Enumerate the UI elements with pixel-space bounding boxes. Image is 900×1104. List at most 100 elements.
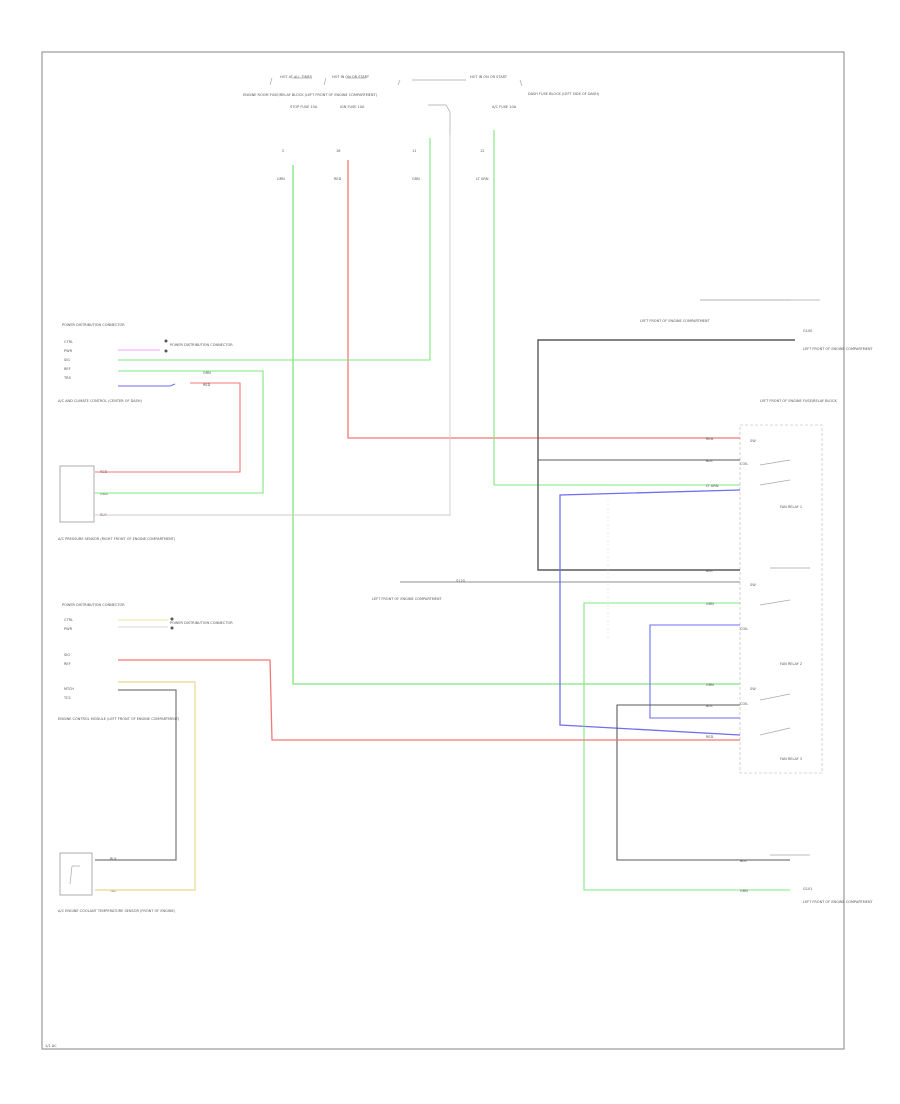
wire-ltgreen-relay bbox=[493, 130, 740, 486]
wire-black-ground-2 bbox=[616, 704, 790, 861]
tag-grn-ac: GRN bbox=[203, 371, 211, 375]
relay-block: LEFT FRONT OF ENGINE FUSE/RELAY BLOCK FA… bbox=[739, 299, 837, 856]
ecm-name: ENGINE CONTROL MODULE (LEFT FRONT OF ENG… bbox=[58, 717, 180, 721]
splice-label: LEFT FRONT OF ENGINE COMPARTMENT bbox=[640, 319, 710, 323]
wire-lightgray bbox=[95, 135, 451, 516]
wire-gray-ect bbox=[95, 689, 177, 861]
fuse-name-1: STOP FUSE 10A bbox=[290, 105, 318, 109]
wire-blue-relay-2 bbox=[649, 624, 740, 719]
ac-pin-pwr: PWR bbox=[64, 349, 73, 353]
tag-blk-bottom: BLK bbox=[740, 859, 747, 863]
wire-blue-relay bbox=[559, 489, 741, 736]
relay-1-label: FAN RELAY 1 bbox=[780, 505, 802, 509]
tag-blk-relay-3: BLK bbox=[706, 704, 713, 708]
tag-blk-relay: BLK bbox=[706, 459, 713, 463]
pin-code-1: 2 bbox=[282, 149, 284, 153]
ground-g101: G101 bbox=[803, 887, 812, 891]
relay-block-outline bbox=[739, 424, 823, 774]
tag-red-relay-2: RED bbox=[706, 735, 714, 739]
diagram-frame bbox=[41, 51, 845, 1050]
relay-pin-2: SW bbox=[750, 583, 756, 587]
ac-control-header: POWER DISTRIBUTION CONNECTOR bbox=[62, 323, 125, 327]
ac-pin-trs: TRS bbox=[63, 376, 72, 380]
splice-center-label: LEFT FRONT OF ENGINE COMPARTMENT bbox=[372, 597, 442, 601]
ps-wire-grn: GRN bbox=[100, 492, 108, 496]
relay-2-label: FAN RELAY 2 bbox=[780, 662, 802, 666]
fuse-label-2: HOT IN ON OR START bbox=[332, 75, 370, 79]
ac-control-name: A/C AND CLIMATE CONTROL (CENTER OF DASH) bbox=[58, 399, 142, 403]
pin-code-3: 11 bbox=[412, 149, 416, 153]
wire-green-ac bbox=[118, 138, 431, 361]
wire-red-main bbox=[347, 160, 740, 439]
ect-switch-symbol bbox=[69, 865, 80, 885]
relay-pin-3: SW bbox=[750, 687, 756, 691]
tag-red-relay: RED bbox=[706, 437, 714, 441]
wire-blue-ac bbox=[118, 383, 176, 387]
ecm-pin-mtch: MTCH bbox=[64, 687, 74, 691]
tag-red-ac: RED bbox=[203, 383, 211, 387]
page-code: 1/1 AC bbox=[45, 1044, 57, 1048]
ecm-pin-tcs: TCS bbox=[63, 696, 71, 700]
ecm-power-dist-label: POWER DISTRIBUTION CONNECTOR bbox=[170, 621, 233, 625]
relay-coil-3: COIL bbox=[740, 702, 748, 706]
ecm-header: POWER DISTRIBUTION CONNECTOR bbox=[62, 603, 125, 607]
ac-pin-sig: SIG bbox=[64, 358, 70, 362]
tag-grn-relay-2: GRN bbox=[706, 683, 714, 687]
ground-location-2: LEFT FRONT OF ENGINE COMPARTMENT bbox=[803, 900, 873, 904]
relay-caps bbox=[770, 299, 820, 856]
ect-wire-yel: YEL bbox=[110, 889, 116, 893]
connector-dot bbox=[164, 339, 168, 343]
ecm-pin-sig: SIG bbox=[64, 653, 70, 657]
ground-location-1: LEFT FRONT OF ENGINE COMPARTMENT bbox=[803, 347, 873, 351]
tag-ltgrn-relay: LT GRN bbox=[706, 484, 719, 488]
fuse-jumper bbox=[428, 104, 451, 135]
fuse-name-3: A/C FUSE 10A bbox=[492, 105, 517, 109]
splice-center-tag: S120 bbox=[456, 579, 465, 583]
wire-red-pressure bbox=[95, 382, 241, 473]
relay-block-name: LEFT FRONT OF ENGINE FUSE/RELAY BLOCK bbox=[760, 399, 837, 403]
tag-grn-bottom: GRN bbox=[740, 889, 748, 893]
relay-3-label: FAN RELAY 3 bbox=[780, 757, 802, 761]
ground-g100: G100 bbox=[803, 329, 812, 333]
wire-green-pressure bbox=[95, 370, 264, 494]
fuse-brackets bbox=[269, 77, 523, 87]
connector-dot bbox=[170, 626, 174, 630]
ac-power-dist-label: POWER DISTRIBUTION CONNECTOR bbox=[170, 343, 233, 347]
tag-grn-relay: GRN bbox=[706, 602, 714, 606]
ac-pin-ref: REF bbox=[64, 367, 71, 371]
ecm-pin-ref: REF bbox=[64, 662, 71, 666]
ac-pin-ctrl: CTRL bbox=[64, 340, 73, 344]
wire-tag-red-top: RED bbox=[334, 177, 342, 181]
relay-coil-2: COIL bbox=[740, 627, 748, 631]
wire-tag-grn-top: GRN bbox=[277, 177, 285, 181]
ect-sensor-box bbox=[59, 852, 93, 896]
pin-code-4: 12 bbox=[480, 149, 484, 153]
wire-tag-ltgrn-top: LT GRN bbox=[476, 177, 489, 181]
ect-wire-blk: BLK bbox=[110, 857, 117, 861]
wire-yellow-ect bbox=[95, 681, 196, 891]
pressure-sensor-name: A/C PRESSURE SENSOR (RIGHT FRONT OF ENGI… bbox=[58, 537, 176, 541]
tag-blk-relay-2: BLK bbox=[706, 569, 713, 573]
wire-tag-grn-top-2: GRN bbox=[412, 177, 420, 181]
wire-red-ecm bbox=[118, 659, 740, 741]
wire-black-ground bbox=[537, 339, 795, 571]
pin-code-2: 16 bbox=[336, 149, 340, 153]
wire-green-ground bbox=[583, 602, 790, 891]
fuse-block-top: HOT AT ALL TIMES HOT IN ON OR START HOT … bbox=[243, 75, 600, 181]
grounds: G100 G101 LEFT FRONT OF ENGINE COMPARTME… bbox=[372, 319, 873, 904]
pressure-sensor-box bbox=[59, 465, 95, 523]
ect-sensor: BLK YEL A/C ENGINE COOLANT TEMPERATURE S… bbox=[58, 852, 176, 913]
relay-switches bbox=[759, 459, 791, 736]
engine-fuse-block-label: ENGINE ROOM FUSE/RELAY BLOCK (LEFT FRONT… bbox=[243, 93, 378, 97]
ac-pressure-sensor: RED GRN BLK A/C PRESSURE SENSOR (RIGHT F… bbox=[58, 465, 176, 541]
dash-fuse-block-label: DASH FUSE BLOCK (LEFT SIDE OF DASH) bbox=[528, 92, 600, 96]
ac-control-connector: POWER DISTRIBUTION CONNECTOR CTRL PWR SI… bbox=[58, 323, 233, 403]
fuse-label-3: HOT IN ON OR START bbox=[470, 75, 508, 79]
wire-green-main bbox=[292, 165, 740, 685]
ecm-pin-pwr: PWR bbox=[64, 627, 73, 631]
relay-coil-1: COIL bbox=[740, 462, 748, 466]
fuse-name-2: IGN FUSE 10A bbox=[340, 105, 365, 109]
connector-dot bbox=[164, 349, 168, 353]
